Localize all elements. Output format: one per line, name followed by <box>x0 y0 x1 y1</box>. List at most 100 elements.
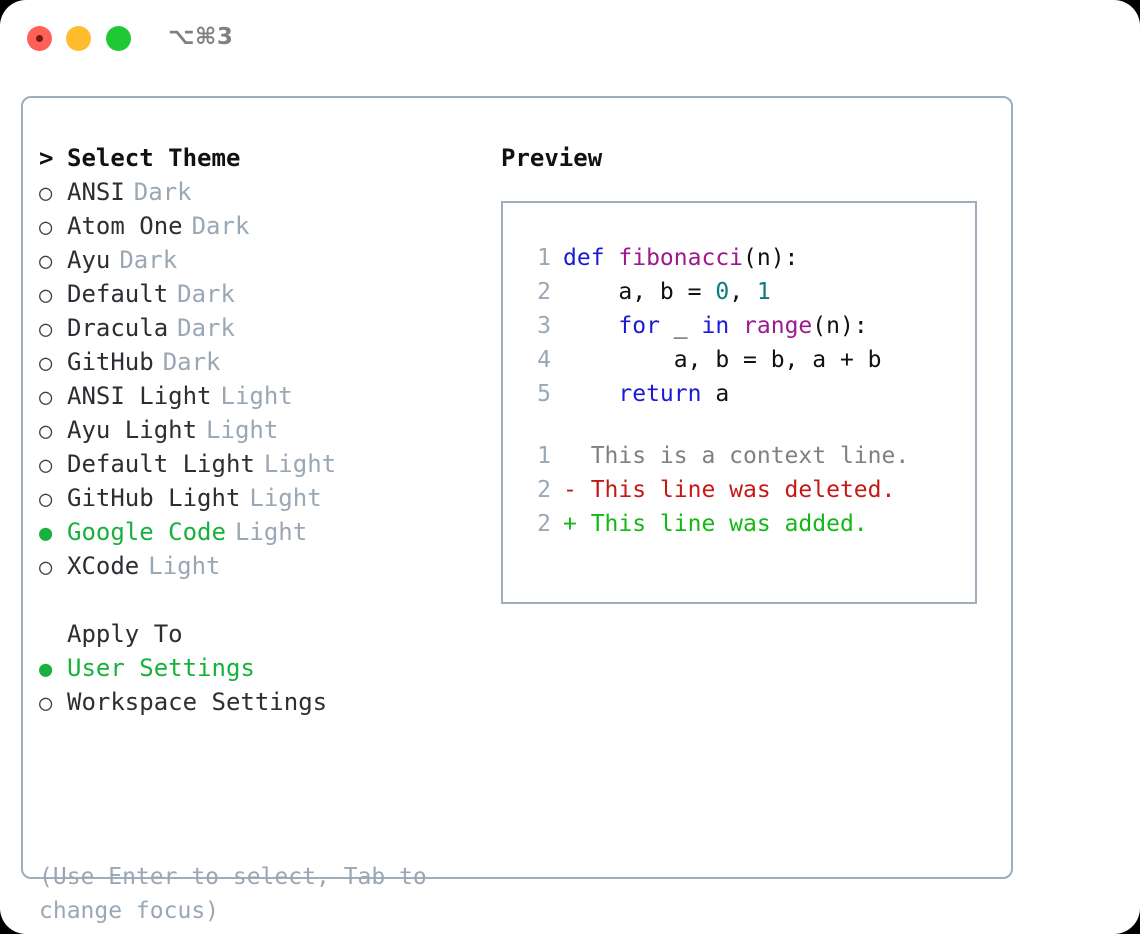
apply-to-header: Apply To <box>39 620 479 654</box>
radio-unselected-icon[interactable]: ○ <box>39 453 53 478</box>
code-token: 1 <box>756 279 771 305</box>
line-number: 3 <box>537 313 551 339</box>
apply-to-title: Apply To <box>67 620 183 648</box>
theme-list-item[interactable]: ○ Default Light Light <box>39 450 479 484</box>
code-line: 5 return a <box>525 377 909 411</box>
line-number: 1 <box>537 443 551 469</box>
keyboard-shortcut-label: ⌥⌘3 <box>168 24 234 50</box>
maximize-button[interactable] <box>106 26 131 51</box>
line-number: 2 <box>537 511 551 537</box>
diff-line-text: This is a context line. <box>563 443 910 469</box>
radio-unselected-icon[interactable]: ○ <box>39 351 53 376</box>
theme-category-tag: Light <box>234 518 308 546</box>
theme-list-item[interactable]: ● Google Code Light <box>39 518 479 552</box>
code-token <box>563 381 618 407</box>
apply-to-list: ●User Settings○Workspace Settings <box>39 654 479 722</box>
radio-unselected-icon[interactable]: ○ <box>39 419 53 444</box>
code-token: fibonacci <box>618 245 744 271</box>
radio-unselected-icon[interactable]: ○ <box>39 249 53 274</box>
theme-category-tag: Dark <box>191 212 250 240</box>
theme-name: Default <box>67 280 169 308</box>
theme-category-tag: Light <box>220 382 293 410</box>
theme-category-tag: Dark <box>119 246 178 274</box>
line-number: 4 <box>537 347 551 373</box>
code-token <box>563 313 618 339</box>
radio-unselected-icon[interactable]: ○ <box>39 487 53 512</box>
radio-unselected-icon[interactable]: ○ <box>39 691 53 716</box>
code-token: a, b = <box>563 279 716 305</box>
line-number: 1 <box>537 245 551 271</box>
code-token: a, b = b, a + b <box>563 347 882 373</box>
radio-selected-icon[interactable]: ● <box>39 521 53 546</box>
code-token: for <box>618 313 660 339</box>
code-token: def <box>563 245 619 271</box>
theme-name: GitHub Light <box>67 484 241 512</box>
selection-arrow-icon: > <box>39 144 54 172</box>
code-token: 0 <box>715 279 730 305</box>
theme-category-tag: Light <box>206 416 279 444</box>
line-number: 2 <box>537 279 551 305</box>
code-diff-separator <box>525 411 909 439</box>
theme-list-item[interactable]: ○ GitHub Light Light <box>39 484 479 518</box>
title-bar: ⌥⌘3 <box>0 0 1140 78</box>
code-token: a <box>701 381 730 407</box>
apply-to-item[interactable]: ○Workspace Settings <box>39 688 479 722</box>
line-number: 5 <box>537 381 551 407</box>
theme-category-tag: Light <box>148 552 221 580</box>
theme-name: Google Code <box>67 518 226 546</box>
minimize-button[interactable] <box>66 26 91 51</box>
theme-name: Atom One <box>67 212 183 240</box>
diff-line: 2 + This line was added. <box>525 507 909 541</box>
theme-list-item[interactable]: ○ XCode Light <box>39 552 479 586</box>
theme-name: GitHub <box>67 348 154 376</box>
code-token: (n): <box>743 245 799 271</box>
code-line: 2 a, b = 0, 1 <box>525 275 909 309</box>
radio-unselected-icon[interactable]: ○ <box>39 385 53 410</box>
theme-name: ANSI <box>67 178 125 206</box>
diff-line-text: - This line was deleted. <box>563 477 896 503</box>
code-token: (n): <box>812 313 868 339</box>
radio-unselected-icon[interactable]: ○ <box>39 317 53 342</box>
keyboard-hint: (Use Enter to select, Tab to change focu… <box>39 864 427 924</box>
theme-picker-title: Select Theme <box>67 144 241 172</box>
close-button[interactable] <box>27 26 52 51</box>
code-token: range <box>743 313 813 339</box>
radio-unselected-icon[interactable]: ○ <box>39 181 53 206</box>
theme-name: Ayu <box>67 246 111 274</box>
theme-list-item[interactable]: ○ Ayu Dark <box>39 246 479 280</box>
code-token: , <box>729 279 757 305</box>
code-line: 4 a, b = b, a + b <box>525 343 909 377</box>
code-line: 3 for _ in range(n): <box>525 309 909 343</box>
code-token: _ <box>659 313 702 339</box>
apply-to-item[interactable]: ●User Settings <box>39 654 479 688</box>
radio-selected-icon[interactable]: ● <box>39 657 53 682</box>
code-token: return <box>618 381 702 407</box>
code-line: 1 def fibonacci(n): <box>525 241 909 275</box>
theme-name: XCode <box>67 552 140 580</box>
theme-name: Dracula <box>67 314 169 342</box>
theme-name: Default Light <box>67 450 255 478</box>
diff-line-text: + This line was added. <box>563 511 868 537</box>
radio-unselected-icon[interactable]: ○ <box>39 555 53 580</box>
theme-category-tag: Light <box>263 450 337 478</box>
radio-unselected-icon[interactable]: ○ <box>39 215 53 240</box>
line-number: 2 <box>537 477 551 503</box>
radio-unselected-icon[interactable]: ○ <box>39 283 53 308</box>
diff-line: 1 This is a context line. <box>525 439 909 473</box>
theme-category-tag: Light <box>249 484 322 512</box>
theme-list-item[interactable]: ○ Atom One Dark <box>39 212 479 246</box>
code-token <box>729 313 743 339</box>
